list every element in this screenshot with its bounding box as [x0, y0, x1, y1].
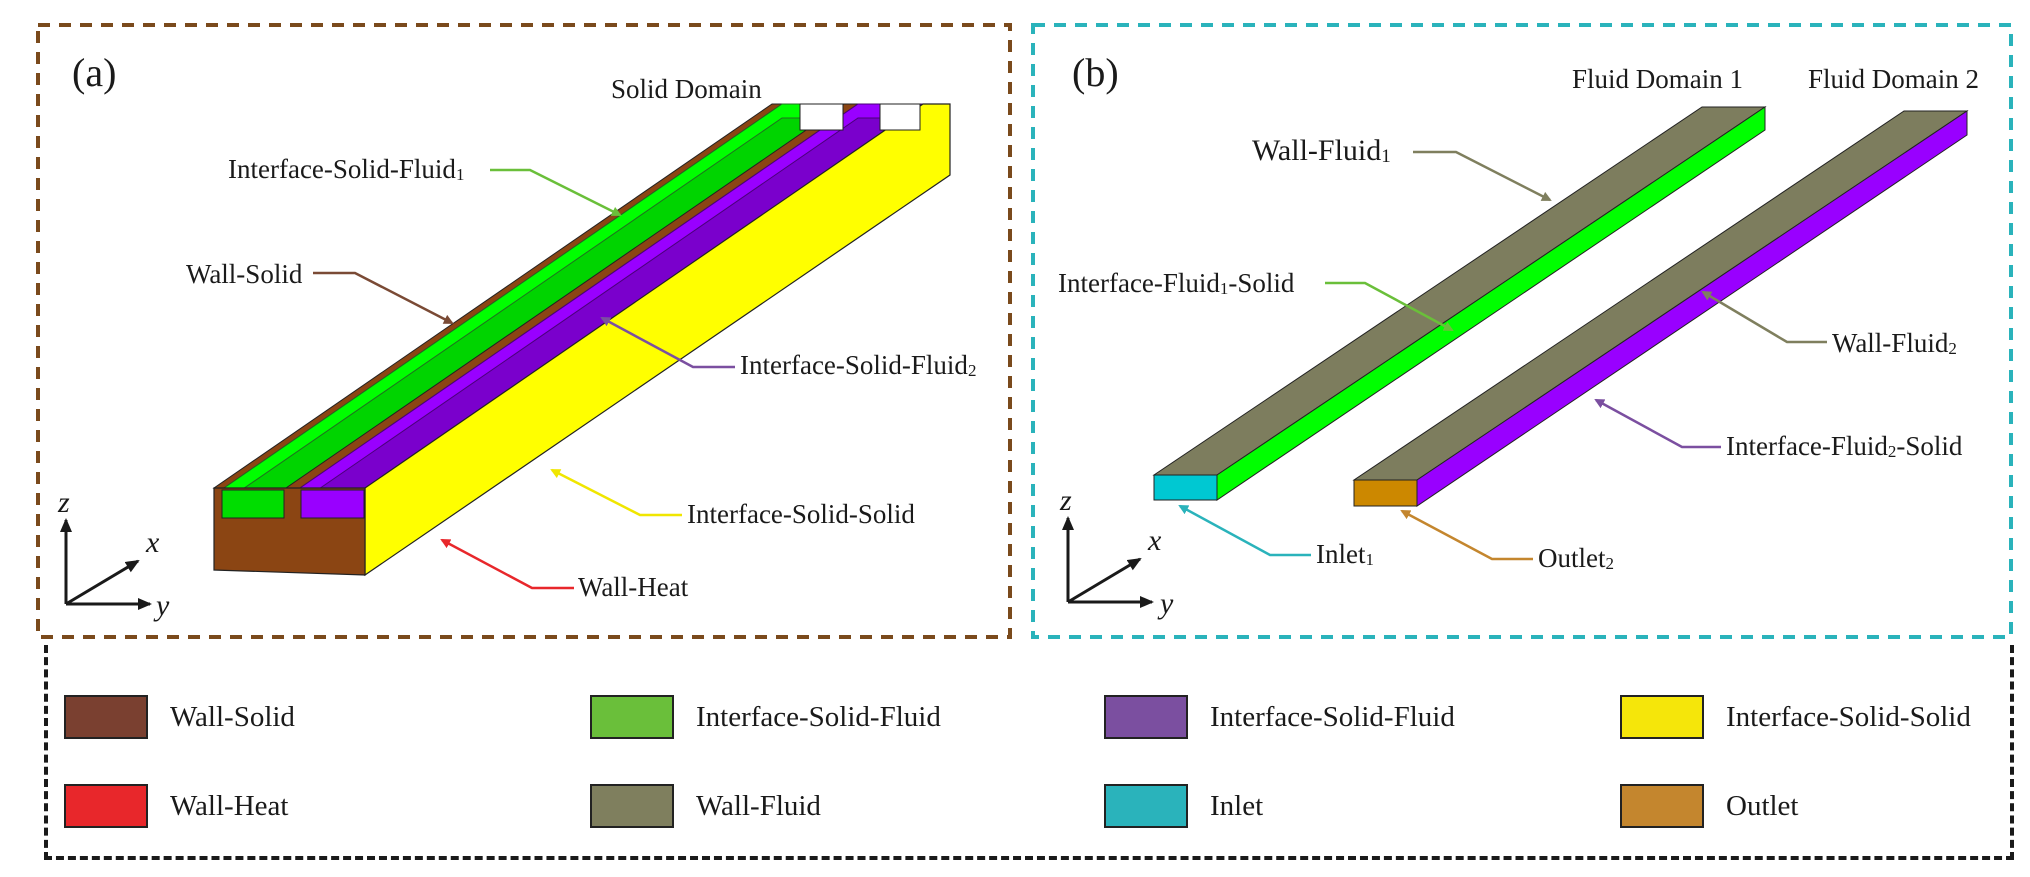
legend-label-outlet: Outlet [1726, 789, 1799, 822]
axis-z-label-a: z [57, 486, 70, 519]
label-interface-fluid2-solid: Interface-Fluid2-Solid [1726, 431, 1963, 461]
legend-label-wall-solid: Wall-Solid [170, 700, 295, 733]
legend-item-wall-heat: Wall-Heat [64, 776, 288, 836]
legend-swatch-interface-solid-fluid-green [590, 695, 674, 739]
legend-swatch-wall-solid [64, 695, 148, 739]
label-interface-solid-fluid1: Interface-Solid-Fluid1 [228, 154, 464, 184]
legend-label-wall-fluid: Wall-Fluid [696, 789, 821, 822]
legend-label-interface-solid-fluid-purple: Interface-Solid-Fluid [1210, 700, 1455, 733]
arrow-outlet2 [1400, 509, 1533, 561]
axis-x-label-b: x [1147, 524, 1162, 557]
arrow-interface-fluid2-solid [1594, 398, 1721, 449]
arrow-wall-heat [440, 538, 574, 590]
legend-item-wall-fluid: Wall-Fluid [590, 776, 821, 836]
panel-a-tag: (a) [72, 50, 116, 95]
axes-triad-b: z x y [1059, 484, 1174, 620]
label-interface-fluid1-solid: Interface-Fluid1-Solid [1058, 268, 1295, 298]
panel-b-tag: (b) [1072, 50, 1119, 95]
legend-item-inlet: Inlet [1104, 776, 1263, 836]
fluid1-inlet-face [1153, 474, 1218, 501]
axis-x-label-a: x [145, 526, 160, 559]
label-interface-solid-solid: Interface-Solid-Solid [687, 499, 915, 529]
arrow-wall-solid [313, 271, 454, 325]
solid-domain-model [212, 103, 951, 577]
axis-z-label-b: z [1059, 484, 1072, 517]
legend-item-interface-solid-solid: Interface-Solid-Solid [1620, 687, 1971, 747]
legend-swatch-wall-fluid [590, 784, 674, 828]
label-interface-solid-fluid2: Interface-Solid-Fluid2 [740, 350, 976, 380]
fluid2-outlet-face [1353, 479, 1418, 507]
label-inlet1: Inlet1 [1316, 539, 1374, 569]
legend-label-wall-heat: Wall-Heat [170, 789, 289, 822]
axis-y-label-a: y [153, 589, 170, 622]
fluid-domain-1-title: Fluid Domain 1 [1572, 64, 1743, 94]
arrow-interface-fluid1-solid [1325, 281, 1454, 332]
solid-green-channel-front [221, 489, 285, 519]
arrow-interface-solid-fluid1 [490, 168, 622, 217]
legend-label-interface-solid-solid: Interface-Solid-Solid [1726, 700, 1971, 733]
legend-box: Wall-Solid Interface-Solid-Fluid Interfa… [44, 645, 2014, 860]
legend-row-2: Wall-Heat Wall-Fluid Inlet Outlet [48, 776, 2010, 836]
legend-row-1: Wall-Solid Interface-Solid-Fluid Interfa… [48, 687, 2010, 747]
panel-b-frame [1031, 23, 2013, 639]
legend-item-interface-solid-fluid-green: Interface-Solid-Fluid [590, 687, 941, 747]
legend-swatch-interface-solid-solid [1620, 695, 1704, 739]
legend-swatch-outlet [1620, 784, 1704, 828]
legend-item-interface-solid-fluid-purple: Interface-Solid-Fluid [1104, 687, 1455, 747]
label-wall-fluid1: Wall-Fluid1 [1252, 134, 1391, 167]
solid-purple-channel-front [300, 489, 365, 519]
label-wall-fluid2: Wall-Fluid2 [1832, 328, 1957, 358]
legend-item-wall-solid: Wall-Solid [64, 687, 295, 747]
solid-domain-title: Solid Domain [611, 74, 762, 104]
legend-item-outlet: Outlet [1620, 776, 1799, 836]
panel-a-frame [36, 23, 1012, 639]
legend-swatch-interface-solid-fluid-purple [1104, 695, 1188, 739]
legend-label-interface-solid-fluid-green: Interface-Solid-Fluid [696, 700, 941, 733]
arrow-interface-solid-solid [550, 468, 682, 517]
fluid-domain-2-title: Fluid Domain 2 [1808, 64, 1979, 94]
arrow-wall-fluid1 [1413, 150, 1552, 202]
legend-swatch-wall-heat [64, 784, 148, 828]
arrow-wall-fluid2 [1701, 290, 1827, 344]
arrow-inlet1 [1178, 504, 1311, 557]
axes-triad-a: z x y [57, 486, 170, 622]
label-wall-heat: Wall-Heat [578, 572, 689, 602]
legend-label-inlet: Inlet [1210, 789, 1264, 822]
label-outlet2: Outlet2 [1538, 543, 1614, 573]
solid-far-end-notch-2 [879, 103, 921, 131]
axis-y-label-b: y [1157, 587, 1174, 620]
fluid-domain-2-model [1352, 110, 1969, 507]
arrow-interface-solid-fluid2 [600, 316, 735, 369]
legend-swatch-inlet [1104, 784, 1188, 828]
label-wall-solid: Wall-Solid [186, 259, 303, 289]
fluid-domain-1-model [1152, 106, 1767, 501]
solid-far-end-notch [799, 103, 844, 131]
